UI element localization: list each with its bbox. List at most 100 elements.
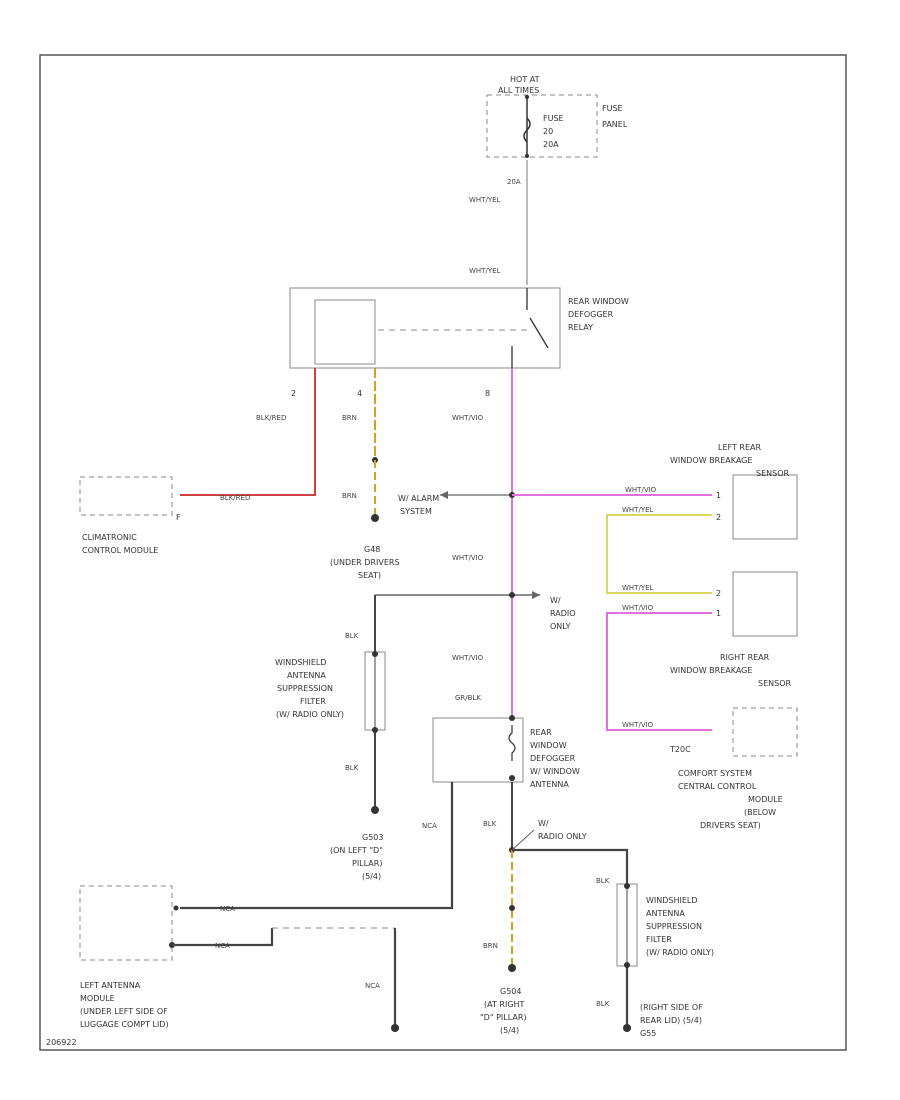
- right-sensor-label-3: SENSOR: [758, 679, 791, 688]
- fuse-label-3: 20A: [543, 140, 559, 149]
- left-sensor-label-1: LEFT REAR: [718, 443, 761, 452]
- defogger-label-2: WINDOW: [530, 741, 567, 750]
- wire-wht-vio-comfort: [606, 612, 712, 731]
- ws-filter-label-2: ANTENNA: [287, 671, 326, 680]
- fuse-panel-label-1: FUSE: [602, 104, 623, 113]
- left-sensor-label-3: SENSOR: [756, 469, 789, 478]
- comfort-module-box: [732, 707, 798, 757]
- ws-filter-label-3: SUPPRESSION: [277, 684, 333, 693]
- g504-label-1: G504: [500, 987, 521, 996]
- wire-label-nca-2: NCA: [220, 905, 235, 913]
- radio-arrow: [532, 591, 540, 599]
- climatronic-box: [79, 476, 173, 516]
- right-lid-label-3: G55: [640, 1029, 656, 1038]
- right-sensor-pin-1: 1: [716, 609, 721, 618]
- right-lid-label-1: (RIGHT SIDE OF: [640, 1003, 703, 1012]
- diagram-frame: [39, 54, 847, 1051]
- fuse-panel-box: [486, 94, 598, 158]
- relay-coil: [314, 299, 376, 365]
- g503-label-2: (ON LEFT "D": [330, 846, 383, 855]
- radio-label-2: RADIO: [550, 609, 576, 618]
- radio-only-2-label-1: W/: [538, 819, 549, 828]
- defogger-label-1: REAR: [530, 728, 552, 737]
- g504-label-2: (AT RIGHT: [484, 1000, 525, 1009]
- comfort-label-5: DRIVERS SEAT): [700, 821, 761, 830]
- wire-nca-antenna: [180, 782, 454, 910]
- comfort-label-3: MODULE: [748, 795, 783, 804]
- g48-label-1: G48: [364, 545, 380, 554]
- radio-label-1: W/: [550, 596, 561, 605]
- defogger-top-dot: [509, 715, 515, 721]
- ground-g504-dot: [508, 964, 516, 972]
- ws-filter-left-top-dot: [372, 651, 378, 657]
- climatronic-label-2: CONTROL MODULE: [82, 546, 158, 555]
- left-antenna-label-3: (UNDER LEFT SIDE OF: [80, 1007, 168, 1016]
- ws-filter2-label-4: FILTER: [646, 935, 672, 944]
- comfort-label-4: (BELOW: [744, 808, 776, 817]
- wire-label-blk-3: BLK: [483, 820, 497, 828]
- fuse-bottom-terminal: [525, 154, 529, 158]
- ws-filter2-label-2: ANTENNA: [646, 909, 685, 918]
- g504-mid-dot: [509, 905, 515, 911]
- radio-splice-dot: [509, 592, 515, 598]
- wire-label-wht-vio-main-3: WHT/VIO: [452, 654, 484, 662]
- wire-label-nca-3: NCA: [215, 942, 230, 950]
- left-antenna-label-4: LUGGAGE COMPT LID): [80, 1020, 169, 1029]
- comfort-pin: T20C: [669, 745, 691, 754]
- ws-filter-label-4: FILTER: [300, 697, 326, 706]
- wire-label-nca-1: NCA: [422, 822, 437, 830]
- relay-label-2: DEFOGGER: [568, 310, 614, 319]
- right-sensor-pin-2: 2: [716, 589, 721, 598]
- defogger-element: [508, 725, 516, 761]
- ws-filter2-label-3: SUPPRESSION: [646, 922, 702, 931]
- left-sensor-pin-2: 2: [716, 513, 721, 522]
- right-lid-label-2: REAR LID) (5/4): [640, 1016, 702, 1025]
- wire-label-wht-vio-6: WHT/VIO: [622, 721, 654, 729]
- wire-label-blk-2: BLK: [345, 764, 359, 772]
- left-antenna-label-1: LEFT ANTENNA: [80, 981, 141, 990]
- wire-label-blk-red-2: BLK/RED: [220, 494, 250, 502]
- radio-label-3: ONLY: [550, 622, 571, 631]
- defogger-label-5: ANTENNA: [530, 780, 569, 789]
- ground-right-dot: [623, 1024, 631, 1032]
- ground-nca-dot: [391, 1024, 399, 1032]
- ws-filter-right-bottom-dot: [624, 962, 630, 968]
- wire-label-wht-yel-1: WHT/YEL: [469, 196, 501, 204]
- relay-box: [289, 287, 561, 369]
- radio-only-2-label-2: RADIO ONLY: [538, 832, 587, 841]
- g48-label-3: SEAT): [358, 571, 381, 580]
- right-sensor-label-1: RIGHT REAR: [720, 653, 770, 662]
- climatronic-label-1: CLIMATRONIC: [82, 533, 137, 542]
- alarm-label-1: W/ ALARM: [398, 494, 439, 503]
- wire-label-wht-yel-2: WHT/YEL: [469, 267, 501, 275]
- footer-code: 206922: [46, 1038, 77, 1047]
- wire-label-wht-yel-4: WHT/YEL: [622, 584, 654, 592]
- wire-label-blk-4: BLK: [596, 877, 610, 885]
- g503-label-1: G503: [362, 833, 383, 842]
- wire-label-brn-3: BRN: [483, 942, 498, 950]
- fuse-wire-amp-label: 20A: [507, 178, 521, 186]
- all-times-label: ALL TIMES: [498, 86, 539, 95]
- wire-label-wht-vio-2: WHT/VIO: [625, 486, 657, 494]
- wire-label-blk-1: BLK: [345, 632, 359, 640]
- wire-label-blk-red-1: BLK/RED: [256, 414, 286, 422]
- defogger-box: [432, 717, 524, 783]
- wire-label-gr-blk: GR/BLK: [455, 694, 481, 702]
- g503-label-3: PILLAR): [352, 859, 382, 868]
- comfort-label-2: CENTRAL CONTROL: [678, 782, 757, 791]
- hot-at-label: HOT AT: [510, 75, 540, 84]
- defogger-label-4: W/ WINDOW: [530, 767, 580, 776]
- ws-filter-right-top-dot: [624, 883, 630, 889]
- left-sensor-pin-1: 1: [716, 491, 721, 500]
- wire-label-wht-vio-main-2: WHT/VIO: [452, 554, 484, 562]
- wire-blk-right: [512, 848, 629, 1026]
- relay-switch-arm: [529, 317, 549, 349]
- wire-label-wht-vio-3: WHT/VIO: [622, 604, 654, 612]
- left-antenna-pin-1: [173, 905, 179, 911]
- right-sensor-box: [732, 571, 798, 637]
- left-antenna-box: [79, 885, 173, 961]
- ws-filter-label-1: WINDSHIELD: [275, 658, 327, 667]
- ground-left-dot: [371, 806, 379, 814]
- ws-filter-label-5: (W/ RADIO ONLY): [276, 710, 344, 719]
- wire-label-wht-vio-1: WHT/VIO: [452, 414, 484, 422]
